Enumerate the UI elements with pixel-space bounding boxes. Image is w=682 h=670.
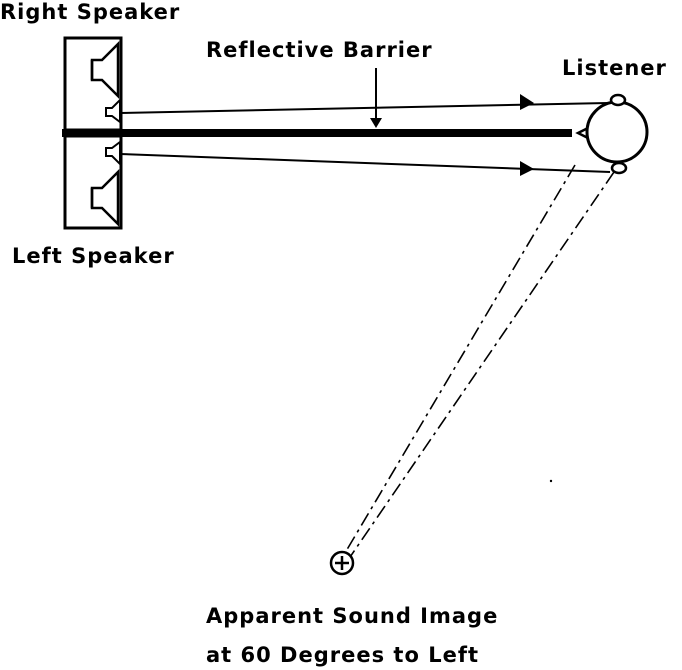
reflective-barrier-label: Reflective Barrier [206,38,433,62]
lower-path-arrowhead [520,161,534,176]
apparent-sound-image-marker [329,550,355,576]
upper-path-arrowhead [520,94,534,110]
left-speaker [63,134,123,230]
right-speaker-label: Right Speaker [0,0,181,24]
lower-sound-path [119,153,611,176]
listener-label: Listener [562,56,667,80]
left-tweeter-icon [105,140,121,167]
speck [549,479,553,483]
right-tweeter-icon [105,97,121,124]
right-speaker [63,36,123,132]
barrier-pointer-arrow [370,68,382,128]
listener-right-ear-icon [609,93,627,107]
left-woofer-icon [90,168,120,228]
left-speaker-label: Left Speaker [12,244,175,268]
right-woofer-icon [90,40,120,100]
listener-head [575,93,649,175]
apparent-image-sight-lines [341,164,615,561]
apparent-image-label-line2: at 60 Degrees to Left [206,643,479,667]
listener-nose-icon [575,126,589,140]
listener-left-ear-icon [610,161,628,175]
upper-sound-path [119,94,609,114]
reflective-barrier-bar [62,129,572,137]
apparent-image-label-line1: Apparent Sound Image [206,604,499,628]
